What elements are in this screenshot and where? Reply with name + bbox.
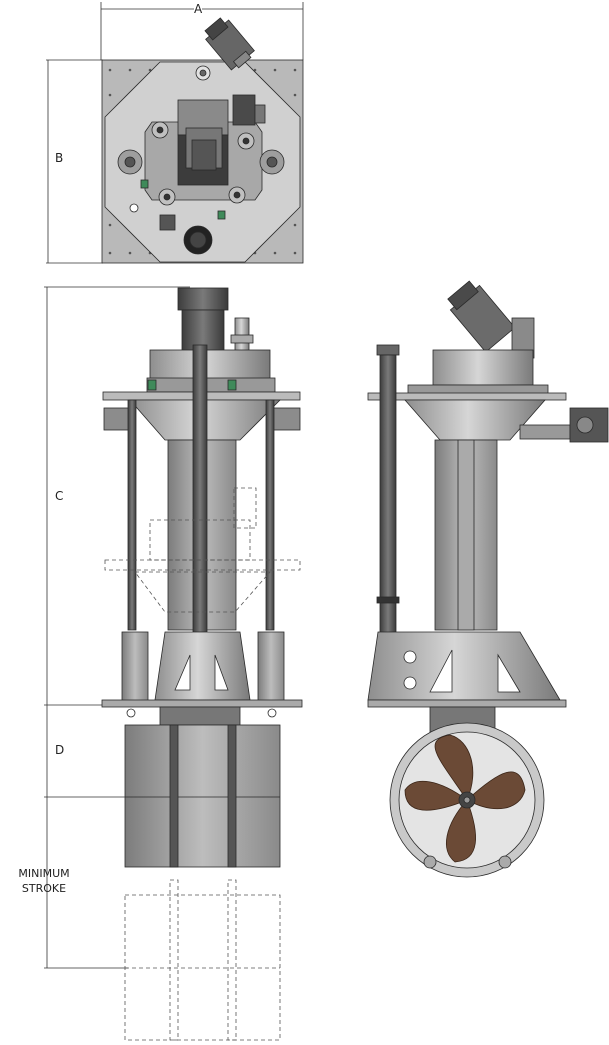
minimum-stroke-line2: STROKE [21,882,67,895]
dimension-label-c: C [55,489,64,503]
dimension-label-b: B [55,151,64,165]
dimension-label-d: D [55,743,65,757]
dimension-label-a: A [194,2,203,16]
side-view [367,280,609,878]
minimum-stroke-line1: MINIMUM [18,867,70,880]
dimension-lines [44,2,304,969]
front-view [101,287,303,1041]
top-view [101,17,304,264]
minimum-stroke-label: MINIMUM STROKE [8,866,80,896]
